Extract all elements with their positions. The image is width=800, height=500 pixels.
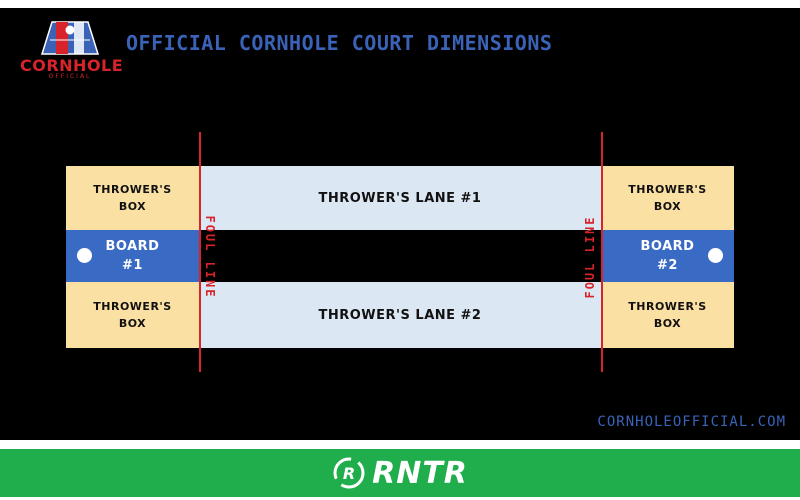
throwers-lane-2: THROWER'S LANE #2 (199, 282, 601, 348)
court: THROWER'S BOX THROWER'S BOX THROWER'S BO… (66, 132, 734, 372)
throwers-lane-1: THROWER'S LANE #1 (199, 166, 601, 230)
board-label: BOARD #1 (105, 239, 160, 273)
board-hole-icon (708, 248, 723, 263)
board-2: BOARD #2 (601, 230, 734, 282)
throwers-box-label: THROWER'S BOX (628, 300, 707, 330)
logo-wordmark: CORNHOLE (20, 56, 124, 75)
board-hole-icon (77, 248, 92, 263)
foul-line-right (601, 132, 603, 372)
throwers-box-bottom-left: THROWER'S BOX (66, 282, 199, 348)
foul-line-label-left: FOUL LINE (203, 215, 217, 299)
foul-line-label-right: FOUL LINE (583, 215, 597, 299)
page-title: OFFICIAL CORNHOLE COURT DIMENSIONS (126, 31, 553, 55)
foul-line-left (199, 132, 201, 372)
svg-text:R: R (343, 464, 355, 483)
footer-banner: R RNTR (0, 449, 800, 497)
lane-label: THROWER'S LANE #1 (318, 190, 482, 206)
logo-subtitle: OFFICIAL (48, 73, 92, 80)
board-1: BOARD #1 (66, 230, 199, 282)
throwers-box-label: THROWER'S BOX (93, 183, 172, 213)
website-url: CORNHOLEOFFICIAL.COM (597, 414, 786, 430)
throwers-box-bottom-right: THROWER'S BOX (601, 282, 734, 348)
throwers-box-label: THROWER'S BOX (93, 300, 172, 330)
footer-brand: RNTR (372, 455, 468, 491)
cornhole-logo: CORNHOLE OFFICIAL (20, 16, 124, 80)
rntr-r-icon: R (333, 457, 365, 489)
court-diagram: CORNHOLE OFFICIAL OFFICIAL CORNHOLE COUR… (0, 8, 800, 440)
throwers-box-label: THROWER'S BOX (628, 183, 707, 213)
cornhole-logo-icon (40, 21, 100, 55)
lane-label: THROWER'S LANE #2 (318, 307, 482, 323)
board-label: BOARD #2 (640, 239, 695, 273)
throwers-box-top-left: THROWER'S BOX (66, 166, 199, 230)
throwers-box-top-right: THROWER'S BOX (601, 166, 734, 230)
